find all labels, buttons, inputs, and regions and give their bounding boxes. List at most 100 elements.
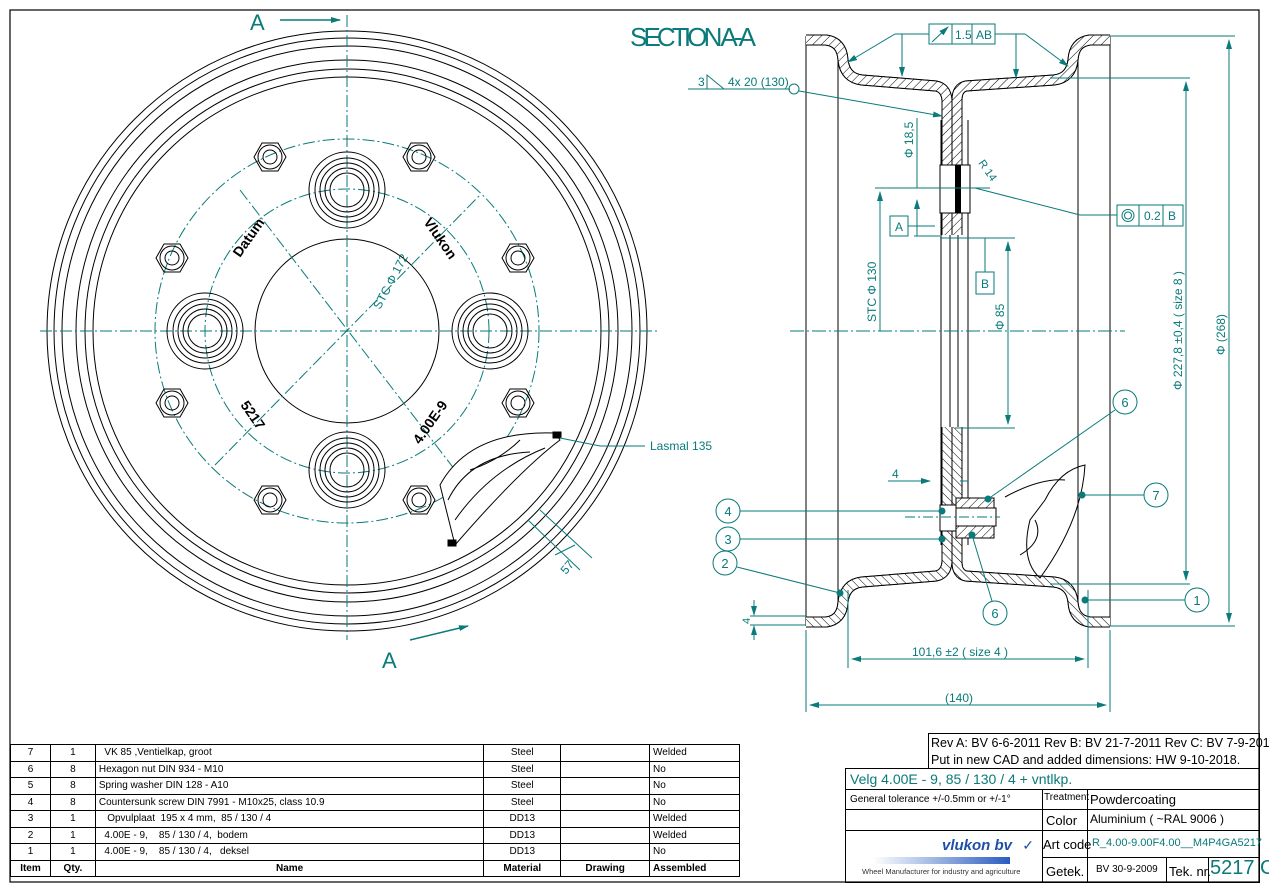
bom-assembled: No — [649, 777, 740, 795]
radius-14: R 14 — [976, 158, 999, 184]
logo-mark-icon: ✓ — [1022, 837, 1034, 853]
balloon-1: 1 — [1193, 593, 1200, 608]
bom-item: 3 — [10, 810, 51, 828]
dim-101-6: 101,6 ±2 ( size 4 ) — [912, 645, 1008, 659]
bom-name: Spring washer DIN 128 - A10 — [94, 777, 485, 795]
revision-block: Rev A: BV 6-6-2011 Rev B: BV 21-7-2011 R… — [928, 733, 1269, 769]
stc-172-label: STC Φ 172 — [370, 251, 411, 311]
title-block: Velg 4.00E - 9, 85 / 130 / 4 + vntlkp. G… — [845, 768, 1269, 883]
bom-drawing — [560, 810, 651, 828]
bom-item: 6 — [10, 760, 51, 778]
dim-4-vertical: 4 — [741, 618, 753, 624]
header-assembled: Assembled — [649, 859, 740, 877]
drawing-number: 5217 C — [1210, 857, 1269, 879]
hex-nuts — [155, 142, 535, 515]
bom-item: 2 — [10, 826, 51, 844]
dim-140: (140) — [945, 691, 973, 705]
bom-qty: 1 — [49, 826, 96, 844]
header-name: Name — [94, 859, 485, 877]
front-view: Datum Vlukon 5217 4.00E-9 STC Φ 172 A A … — [40, 10, 712, 673]
balloon-6-bottom: 6 — [991, 606, 998, 621]
bom-name: 4.00E - 9, 85 / 130 / 4, bodem — [94, 826, 485, 844]
balloon-4: 4 — [724, 504, 731, 519]
logo-tagline: Wheel Manufacturer for industry and agri… — [862, 867, 1021, 876]
bom-material: DD13 — [483, 826, 562, 844]
header-material: Material — [483, 859, 562, 877]
logo-name: vlukon bv — [941, 837, 1012, 854]
bom-item: 4 — [10, 793, 51, 811]
color-label: Color — [1046, 813, 1078, 828]
drawn-label: Getek. — [1046, 864, 1085, 879]
drawing-number-label: Tek. nr. — [1169, 864, 1211, 879]
revision-history: Rev A: BV 6-6-2011 Rev B: BV 21-7-2011 R… — [931, 736, 1269, 750]
bom-item: 7 — [10, 744, 51, 762]
bom-assembled: No — [649, 793, 740, 811]
weld-note: 4x 20 (130) — [728, 75, 789, 89]
header-item: Item — [10, 859, 51, 877]
bom-item: 1 — [10, 843, 51, 861]
bom-material: Steel — [483, 744, 562, 762]
stc-130: STC Φ 130 — [865, 261, 879, 322]
bom-assembled: Welded — [649, 826, 740, 844]
art-code-label: Art code — [1043, 837, 1092, 852]
art-code-value: R_4.00-9.00F4.00__M4P4GA5217 — [1092, 837, 1263, 849]
balloon-2: 2 — [721, 556, 728, 571]
stud-holes — [166, 151, 529, 509]
datum-text: Datum — [229, 215, 267, 260]
balloon-6-top: 6 — [1121, 395, 1128, 410]
dim-4-horizontal: 4 — [892, 467, 899, 481]
bom-material: Steel — [483, 777, 562, 795]
dim-57: 57 — [558, 557, 578, 576]
weld-size: 3 — [698, 75, 705, 89]
section-mark-bottom: A — [382, 648, 397, 673]
dim-18-5: Φ 18,5 — [902, 121, 916, 158]
header-qty: Qty. — [49, 859, 96, 877]
bom-name: VK 85 ,Ventielkap, groot — [94, 744, 485, 762]
bom-drawing — [560, 843, 651, 861]
bom-name: Hexagon nut DIN 934 - M10 — [94, 760, 485, 778]
bom-qty: 1 — [49, 744, 96, 762]
bom-material: Steel — [483, 793, 562, 811]
dim-268: Φ (268) — [1214, 314, 1228, 355]
treatment-label: Treatment — [1044, 792, 1090, 803]
bom-name: 4.00E - 9, 85 / 130 / 4, deksel — [94, 843, 485, 861]
bom-qty: 8 — [49, 777, 96, 795]
bom-assembled: Welded — [649, 744, 740, 762]
bom-qty: 1 — [49, 810, 96, 828]
bom-assembled: Welded — [649, 810, 740, 828]
bom-name: Opvulplaat 195 x 4 mm, 85 / 130 / 4 — [94, 810, 485, 828]
general-tolerance: General tolerance +/-0.5mm or +/-1° — [850, 794, 1011, 805]
size-text: 4.00E-9 — [409, 397, 450, 447]
runout-value: 1.5 — [955, 28, 972, 42]
treatment-value: Powdercoating — [1090, 792, 1176, 807]
concentricity-datum: B — [1168, 209, 1176, 223]
lasmal-label: Lasmal 135 — [650, 439, 712, 453]
bom-assembled: No — [649, 760, 740, 778]
bom-qty: 1 — [49, 843, 96, 861]
vlukon-logo: vlukon bv ✓ Wheel Manufacturer for indus… — [848, 831, 1040, 883]
bom-qty: 8 — [49, 760, 96, 778]
bom-material: DD13 — [483, 843, 562, 861]
section-mark-top: A — [250, 10, 265, 35]
color-value: Aluminium ( ~RAL 9006 ) — [1090, 812, 1224, 826]
drawn-value: BV 30-9-2009 — [1096, 864, 1158, 875]
balloon-7: 7 — [1152, 488, 1159, 503]
bom-drawing — [560, 826, 651, 844]
bom-drawing — [560, 760, 651, 778]
section-title: SECTION A-A — [630, 22, 757, 52]
bom-drawing — [560, 744, 651, 762]
dim-227: Φ 227,8 ±0,4 ( size 8 ) — [1171, 271, 1185, 390]
dim-85: Φ 85 — [993, 303, 1007, 330]
datum-a: A — [895, 220, 903, 234]
datum-b: B — [981, 277, 989, 291]
balloon-3: 3 — [724, 532, 731, 547]
